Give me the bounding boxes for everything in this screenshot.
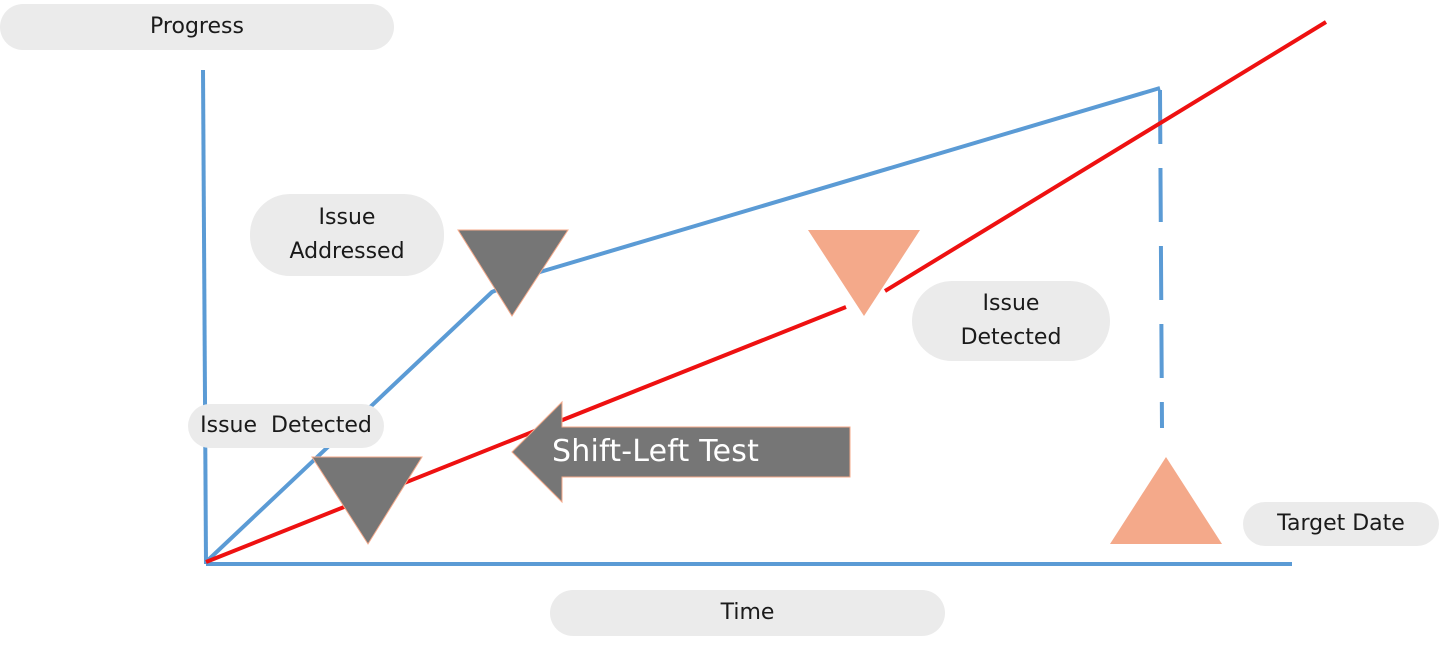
y-axis-label: Progress bbox=[0, 4, 394, 50]
target-date-dashed-line bbox=[1158, 89, 1164, 429]
issue-detected-early-marker bbox=[311, 456, 423, 545]
issue-detected-late-marker bbox=[808, 230, 920, 316]
issue-detected-late-line2: Detected bbox=[960, 325, 1062, 350]
shift-left-arrow-label: Shift-Left Test bbox=[552, 434, 760, 469]
traditional-line-segment-a bbox=[205, 305, 847, 564]
y-axis-label-text: Progress bbox=[150, 14, 244, 39]
issue-detected-early-text: Issue Detected bbox=[200, 413, 372, 438]
shift-left-arrow bbox=[511, 400, 851, 504]
traditional-line-segment-b bbox=[883, 20, 1328, 293]
y-axis-line bbox=[201, 69, 208, 565]
issue-addressed-label: Issue Addressed bbox=[250, 194, 444, 276]
issue-detected-early-label: Issue Detected bbox=[188, 404, 384, 448]
issue-addressed-marker bbox=[457, 229, 569, 317]
target-date-marker bbox=[1110, 457, 1222, 544]
x-axis-label: Time bbox=[550, 590, 945, 636]
issue-detected-late-line1: Issue bbox=[982, 291, 1040, 316]
target-date-label: Target Date bbox=[1243, 502, 1439, 546]
target-date-text: Target Date bbox=[1277, 511, 1405, 536]
issue-addressed-line2: Addressed bbox=[289, 239, 405, 264]
x-axis-label-text: Time bbox=[720, 600, 775, 625]
issue-detected-late-label: Issue Detected bbox=[912, 281, 1110, 361]
issue-addressed-line1: Issue bbox=[318, 205, 376, 230]
